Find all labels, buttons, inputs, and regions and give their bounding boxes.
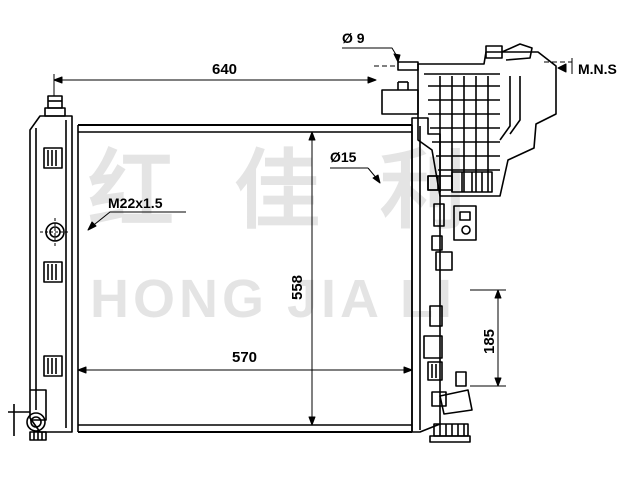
dimension-mount-note: M.N.S bbox=[578, 61, 617, 77]
dimension-core-height: 558 bbox=[289, 274, 306, 300]
dimension-overall-width: 640 bbox=[212, 61, 238, 78]
dimension-thread: M22x1.5 bbox=[108, 195, 163, 211]
right-tank bbox=[411, 117, 473, 443]
dimension-port-spacing: 185 bbox=[481, 328, 498, 354]
left-tank bbox=[8, 95, 73, 441]
radiator-core bbox=[77, 124, 413, 433]
dimension-large-pipe-diameter: Ø15 bbox=[330, 149, 357, 165]
dimension-lines bbox=[40, 47, 573, 426]
dimension-core-width: 570 bbox=[232, 349, 258, 366]
expansion-tank bbox=[381, 43, 557, 241]
dimension-small-pipe-diameter: Ø 9 bbox=[342, 30, 365, 46]
